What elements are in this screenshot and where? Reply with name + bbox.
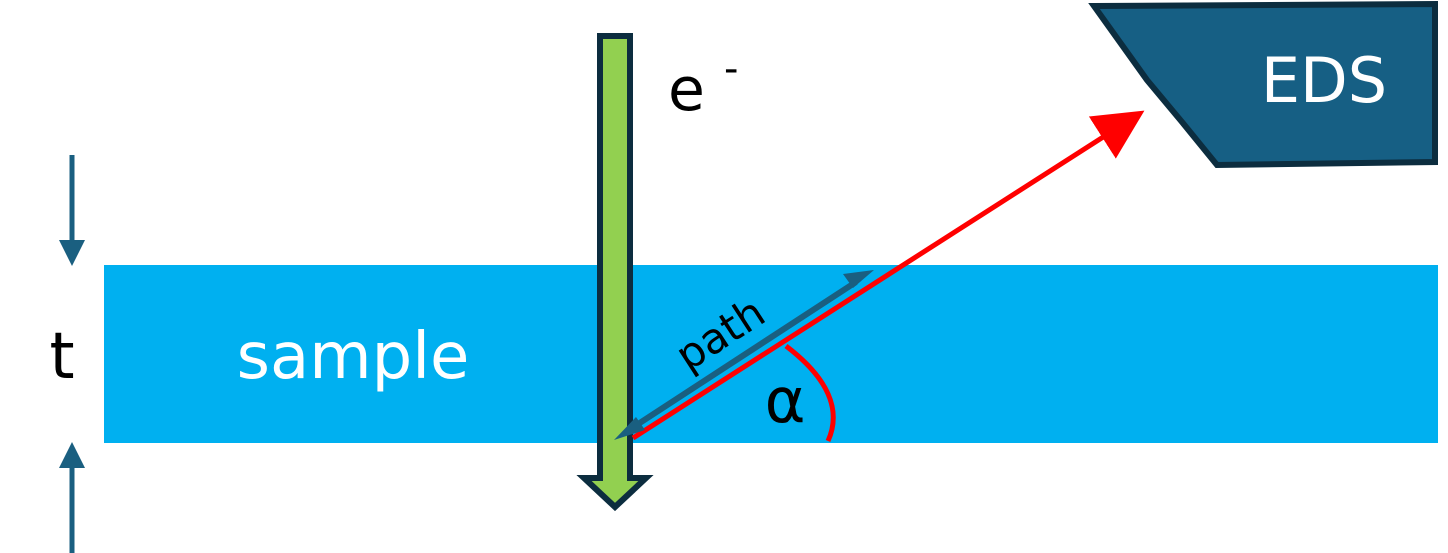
sample-slab bbox=[104, 265, 1438, 443]
eds-label: EDS bbox=[1261, 44, 1387, 117]
thickness-label: t bbox=[49, 320, 74, 394]
electron-symbol: e bbox=[668, 55, 705, 125]
electron-charge: - bbox=[724, 46, 738, 92]
sample-label: sample bbox=[237, 320, 470, 394]
thickness-top-arrow-icon bbox=[59, 155, 85, 266]
xray-arrow-icon bbox=[631, 110, 1145, 441]
path-arrow-icon bbox=[614, 270, 874, 440]
angle-label: α bbox=[765, 364, 806, 437]
thickness-bottom-arrow-icon bbox=[59, 442, 85, 553]
electron-label: e - bbox=[668, 46, 738, 125]
electron-beam-arrow-icon bbox=[576, 33, 654, 512]
eds-detector bbox=[1088, 0, 1438, 169]
angle-arc bbox=[784, 344, 836, 443]
